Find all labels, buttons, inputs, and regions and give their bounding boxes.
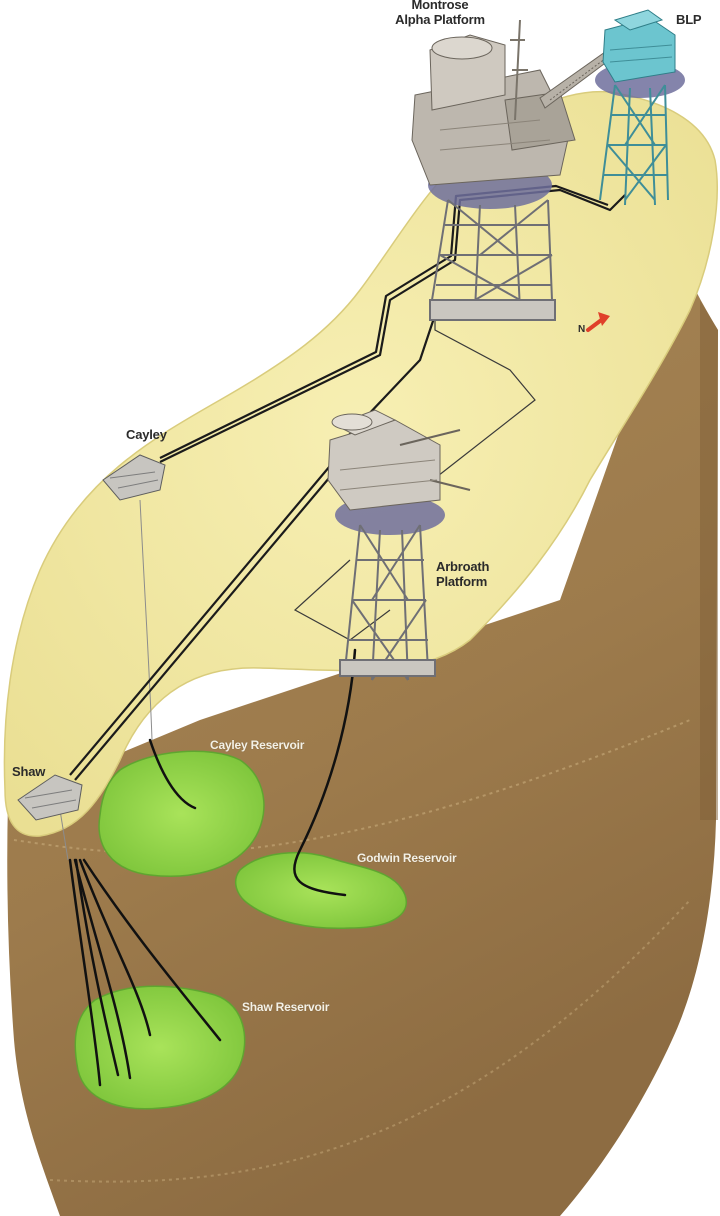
pipeline-cayley-montrose [159, 188, 626, 463]
well-strings [59, 499, 153, 861]
blp-topsides [602, 9, 676, 83]
montrose-topsides [411, 19, 576, 186]
arbroath-platform-label: Arbroath Platform [436, 559, 490, 589]
pipeline-arbroath-loop [419, 320, 536, 491]
montrose-alpha-platform-label: Montrose Alpha Platform [395, 0, 485, 27]
cayley-label: Cayley [126, 427, 167, 442]
well-shaw-5 [74, 858, 120, 1077]
string-cayley [139, 499, 153, 741]
north-arrow [586, 312, 610, 332]
godwin-reservoir-label: Godwin Reservoir [357, 851, 457, 865]
blp-label: BLP [676, 12, 702, 27]
string-shaw [59, 809, 69, 861]
well-shaw-3 [78, 858, 152, 1037]
strata-line [49, 899, 691, 1183]
cayley-template [102, 454, 166, 501]
well-shaw-1 [68, 858, 102, 1087]
shaw-reservoir-shape [74, 985, 246, 1110]
north-arrow-head [598, 312, 610, 326]
subsurface-block [7, 260, 718, 1216]
shaw-label: Shaw [12, 764, 46, 779]
arbroath-jacket [339, 524, 436, 681]
shaw-reservoir-label: Shaw Reservoir [242, 1000, 330, 1014]
strata-line [13, 719, 691, 855]
well-paths [68, 648, 357, 1087]
montrose-jacket [429, 199, 556, 321]
blp-jacket [599, 84, 669, 206]
north-marker-label: N [578, 324, 586, 335]
arbroath-topsides [327, 409, 471, 511]
cayley-reservoir-label: Cayley Reservoir [210, 738, 305, 752]
shaw-template [17, 774, 83, 821]
right-edge-band [700, 300, 718, 820]
well-cayley [148, 738, 197, 810]
well-godwin [293, 648, 357, 897]
cayley-reservoir-shape [98, 750, 265, 877]
well-shaw-4 [82, 858, 222, 1042]
pipeline-shaw-arbroath-2 [74, 464, 341, 781]
well-shaw-2 [73, 858, 132, 1080]
